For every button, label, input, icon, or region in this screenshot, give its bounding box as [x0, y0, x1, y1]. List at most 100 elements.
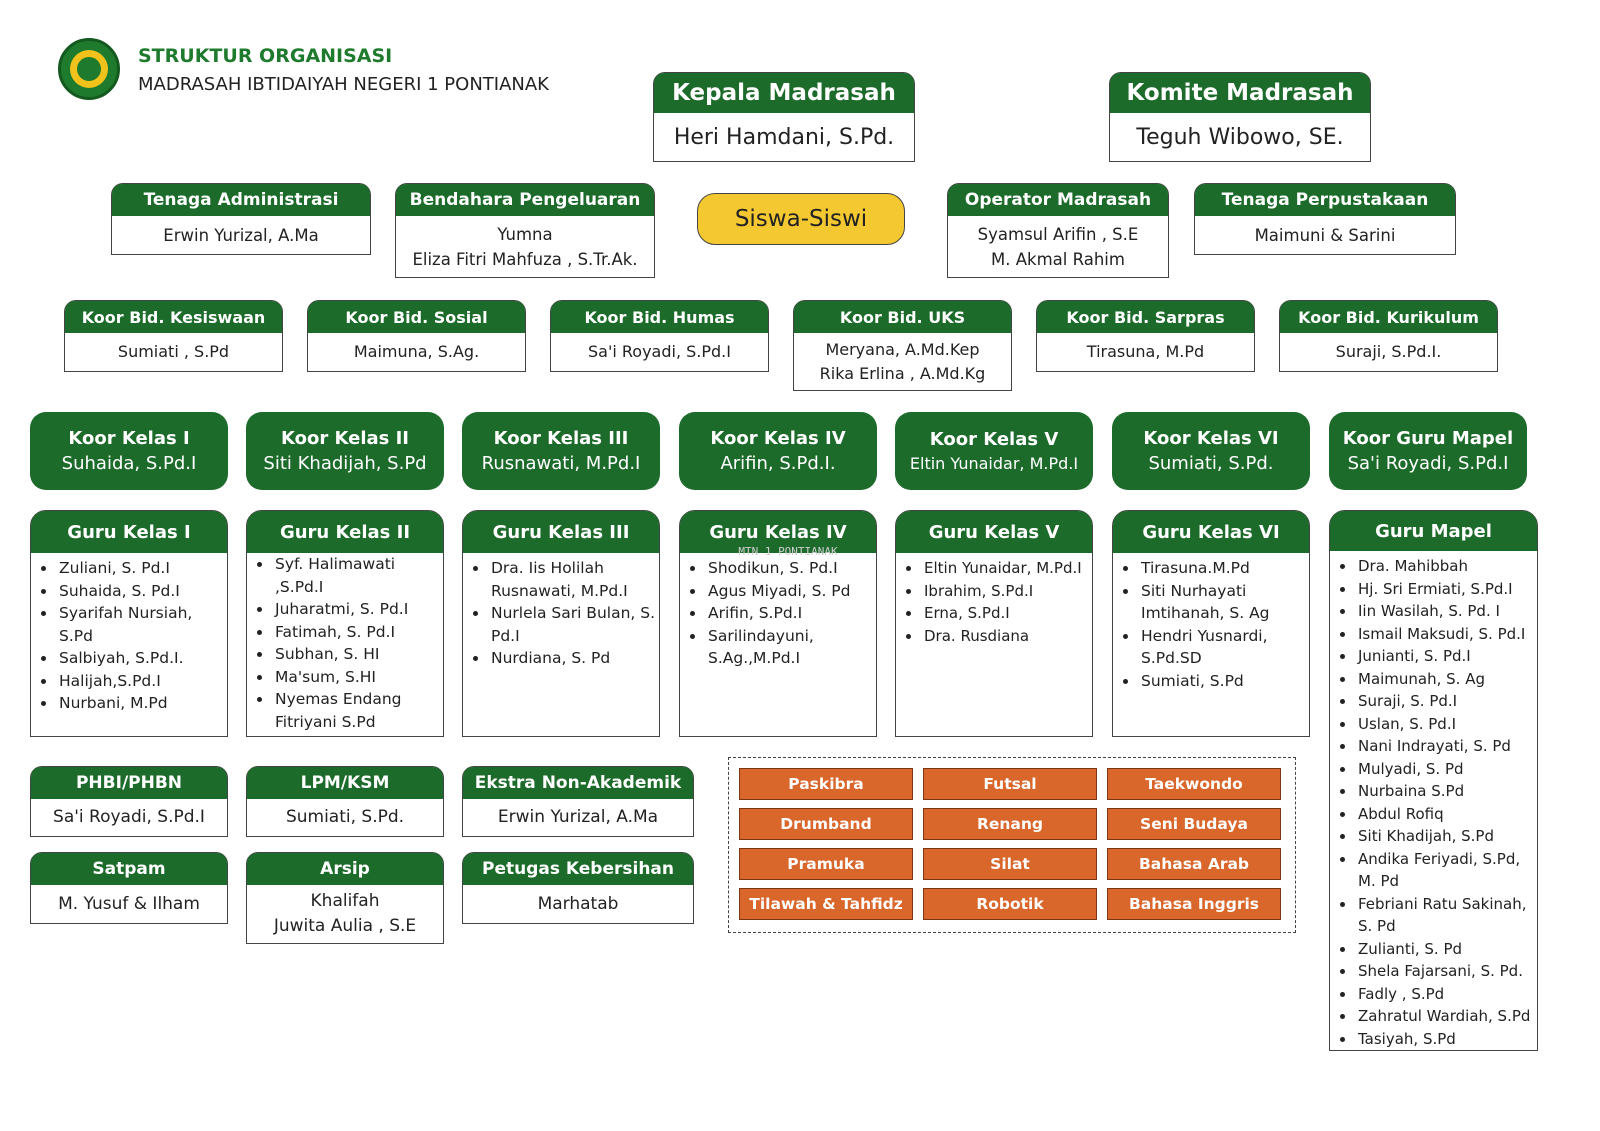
guru-mapel-title: Guru Mapel: [1330, 511, 1537, 551]
list-item: Arifin, S.Pd.I: [706, 602, 872, 625]
list-item: Syf. Halimawati ,S.Pd.I: [273, 553, 439, 598]
ekskul-item: Drumband: [739, 808, 913, 840]
koor-bidang-box: Koor Bid. Kesiswaan Sumiati , S.Pd: [64, 300, 283, 372]
koor-kelas-title: Koor Kelas III: [493, 428, 629, 449]
koor-bidang-title: Koor Bid. Sosial: [308, 301, 525, 333]
koor-kelas-name: Arifin, S.Pd.I.: [720, 453, 836, 474]
list-item: Juharatmi, S. Pd.I: [273, 598, 439, 621]
koor-bidang-title: Koor Bid. Sarpras: [1037, 301, 1254, 333]
list-item: Nurbaina S.Pd: [1356, 780, 1533, 803]
kepala-madrasah-title: Kepala Madrasah: [654, 73, 914, 113]
list-item: Suhaida, S. Pd.I: [57, 580, 223, 603]
staff-name: Erwin Yurizal, A.Ma: [163, 225, 319, 245]
ekskul-item: Renang: [923, 808, 1097, 840]
ekstrakurikuler-panel: [728, 757, 1296, 933]
staff-name: Maimuni & Sarini: [1254, 225, 1396, 245]
koor-kelas-box: Koor Kelas VI Sumiati, S.Pd.: [1112, 412, 1310, 490]
list-item: Zuliani, S. Pd.I: [57, 557, 223, 580]
koor-kelas-title: Koor Kelas V: [929, 429, 1059, 450]
guru-kelas-list: Dra. Iis Holilah Rusnawati, M.Pd.I Nurle…: [463, 553, 659, 670]
guru-kelas-list: Eltin Yunaidar, M.Pd.I Ibrahim, S.Pd.I E…: [896, 553, 1092, 647]
ekskul-item: Silat: [923, 848, 1097, 880]
ekskul-item: Futsal: [923, 768, 1097, 800]
unit-title: PHBI/PHBN: [31, 767, 227, 799]
list-item: Nurbani, M.Pd: [57, 692, 223, 715]
unit-title: LPM/KSM: [247, 767, 443, 799]
koor-bidang-name: Sa'i Royadi, S.Pd.I: [588, 342, 731, 361]
koor-kelas-name: Eltin Yunaidar, M.Pd.I: [909, 454, 1079, 473]
staff-title: Tenaga Administrasi: [112, 184, 370, 216]
list-item: Sarilindayuni, S.Ag.,M.Pd.I: [706, 625, 872, 670]
list-item: Ibrahim, S.Pd.I: [922, 580, 1088, 603]
madrasah-logo-icon: [58, 38, 120, 100]
staff-title: Tenaga Perpustakaan: [1195, 184, 1455, 216]
staff-name: Yumna: [497, 224, 553, 244]
chart-subtitle: MADRASAH IBTIDAIYAH NEGERI 1 PONTIANAK: [138, 74, 549, 95]
staff-box: Tenaga Administrasi Erwin Yurizal, A.Ma: [111, 183, 371, 255]
list-item: Maimunah, S. Ag: [1356, 668, 1533, 691]
koor-kelas-name: Sa'i Royadi, S.Pd.I: [1347, 453, 1509, 474]
koor-bidang-name: Rika Erlina , A.Md.Kg: [819, 363, 986, 383]
koor-kelas-title: Koor Kelas IV: [710, 428, 846, 449]
guru-kelas-list: Shodikun, S. Pd.I Agus Miyadi, S. Pd Ari…: [680, 553, 876, 670]
unit-box: Petugas Kebersihan Marhatab: [462, 852, 694, 924]
komite-madrasah-name: Teguh Wibowo, SE.: [1136, 124, 1344, 150]
unit-name: Juwita Aulia , S.E: [273, 916, 417, 936]
komite-madrasah-title: Komite Madrasah: [1110, 73, 1370, 113]
guru-kelas-title: Guru Kelas II: [247, 511, 443, 553]
staff-box: Tenaga Perpustakaan Maimuni & Sarini: [1194, 183, 1456, 255]
guru-kelas-title: Guru Kelas III: [463, 511, 659, 553]
list-item: Abdul Rofiq: [1356, 803, 1533, 826]
list-item: Fadly , S.Pd: [1356, 983, 1533, 1006]
list-item: Uslan, S. Pd.I: [1356, 713, 1533, 736]
list-item: Mulyadi, S. Pd: [1356, 758, 1533, 781]
list-item: Agus Miyadi, S. Pd: [706, 580, 872, 603]
list-item: Zahratul Wardiah, S.Pd: [1356, 1005, 1533, 1028]
guru-kelas-list: Zuliani, S. Pd.I Suhaida, S. Pd.I Syarif…: [31, 553, 227, 715]
koor-kelas-name: Siti Khadijah, S.Pd: [263, 453, 427, 474]
koor-bidang-box: Koor Bid. Sarpras Tirasuna, M.Pd: [1036, 300, 1255, 372]
unit-name: Sumiati, S.Pd.: [285, 807, 405, 827]
list-item: Zulianti, S. Pd: [1356, 938, 1533, 961]
unit-name: Marhatab: [537, 893, 619, 914]
ekskul-item: Paskibra: [739, 768, 913, 800]
unit-box: PHBI/PHBN Sa'i Royadi, S.Pd.I: [30, 766, 228, 837]
unit-box: Satpam M. Yusuf & Ilham: [30, 852, 228, 924]
koor-kelas-box: Koor Kelas V Eltin Yunaidar, M.Pd.I: [895, 412, 1093, 490]
list-item: Ismail Maksudi, S. Pd.I: [1356, 623, 1533, 646]
staff-name: Syamsul Arifin , S.E: [977, 224, 1139, 244]
watermark-text: MTN 1 PONTIANAK: [738, 545, 838, 558]
guru-kelas-box: Guru Kelas VI Tirasuna.M.Pd Siti Nurhaya…: [1112, 510, 1310, 737]
ekskul-item: Robotik: [923, 888, 1097, 920]
staff-name: Eliza Fitri Mahfuza , S.Tr.Ak.: [412, 249, 638, 269]
guru-kelas-box: Guru Kelas III Dra. Iis Holilah Rusnawat…: [462, 510, 660, 737]
ekskul-item: Seni Budaya: [1107, 808, 1281, 840]
koor-kelas-box: Koor Kelas IV Arifin, S.Pd.I.: [679, 412, 877, 490]
koor-kelas-box: Koor Kelas III Rusnawati, M.Pd.I: [462, 412, 660, 490]
koor-bidang-name: Tirasuna, M.Pd: [1086, 342, 1205, 361]
list-item: Junianti, S. Pd.I: [1356, 645, 1533, 668]
unit-title: Petugas Kebersihan: [463, 853, 693, 885]
unit-box: LPM/KSM Sumiati, S.Pd.: [246, 766, 444, 837]
unit-title: Ekstra Non-Akademik: [463, 767, 693, 799]
list-item: Dra. Iis Holilah Rusnawati, M.Pd.I: [489, 557, 655, 602]
unit-name: Khalifah: [310, 891, 380, 911]
koor-kelas-box: Koor Kelas II Siti Khadijah, S.Pd: [246, 412, 444, 490]
ekskul-item: Pramuka: [739, 848, 913, 880]
koor-bidang-box: Koor Bid. Humas Sa'i Royadi, S.Pd.I: [550, 300, 769, 372]
list-item: Hendri Yusnardi, S.Pd.SD: [1139, 625, 1305, 670]
ekskul-item: Bahasa Inggris: [1107, 888, 1281, 920]
koor-bidang-name: Sumiati , S.Pd: [117, 342, 230, 361]
list-item: Nyemas Endang Fitriyani S.Pd: [273, 688, 439, 733]
guru-kelas-list: Syf. Halimawati ,S.Pd.I Juharatmi, S. Pd…: [247, 553, 443, 733]
list-item: Suraji, S. Pd.I: [1356, 690, 1533, 713]
list-item: Eltin Yunaidar, M.Pd.I: [922, 557, 1088, 580]
guru-kelas-box: Guru Kelas I Zuliani, S. Pd.I Suhaida, S…: [30, 510, 228, 737]
list-item: Nani Indrayati, S. Pd: [1356, 735, 1533, 758]
chart-title: STRUKTUR ORGANISASI: [138, 45, 393, 67]
staff-name: M. Akmal Rahim: [991, 249, 1125, 269]
list-item: Andika Feriyadi, S.Pd, M. Pd: [1356, 848, 1533, 893]
